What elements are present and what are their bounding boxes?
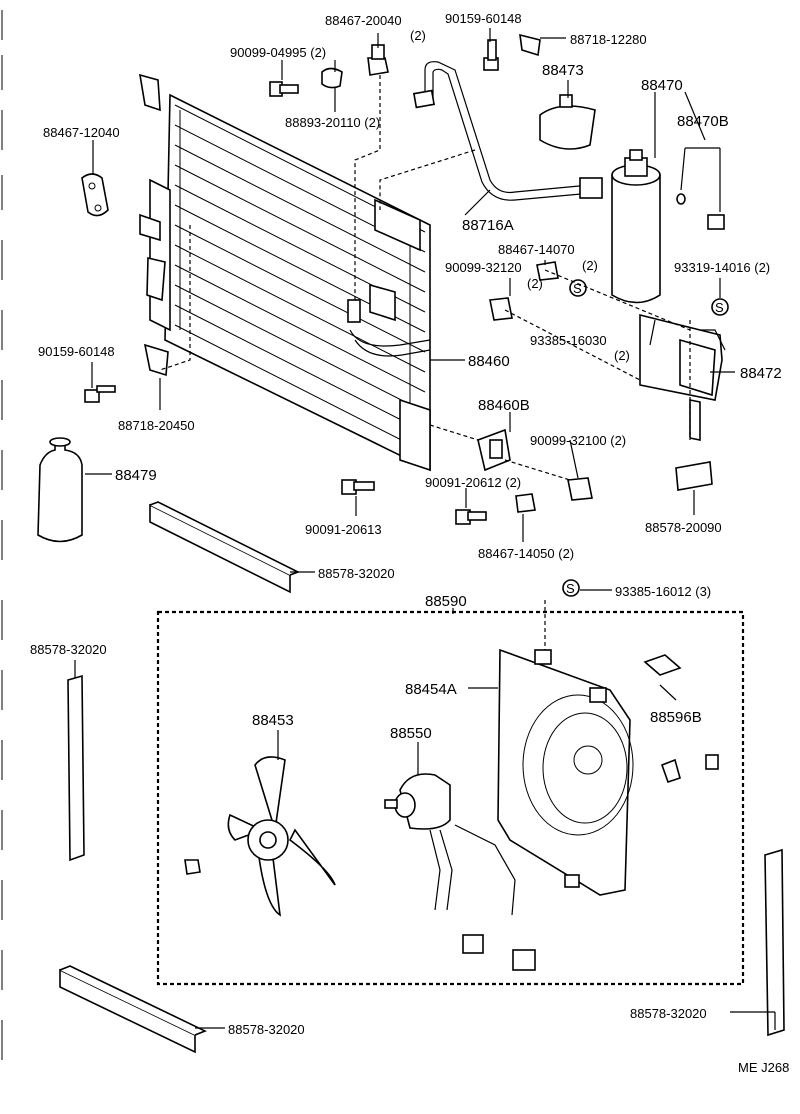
label-88470B: 88470B: [677, 113, 729, 130]
label-88467-20040: 88467-20040: [325, 13, 402, 28]
label-88453: 88453: [252, 712, 294, 729]
svg-text:S: S: [566, 581, 575, 596]
shroud-88454A: [497, 648, 634, 896]
dashed-connectors: [159, 75, 691, 650]
fan-nut: [184, 859, 201, 875]
receiver-88470: [611, 149, 661, 304]
label-88473: 88473: [542, 62, 584, 79]
label-88479: 88479: [115, 467, 157, 484]
label-88578-32020-c: 88578-32020: [630, 1006, 707, 1021]
label-93385-16012: 93385-16012 (3): [615, 584, 711, 599]
label-93319-14016: 93319-14016 (2): [674, 260, 770, 275]
condenser-88460: [139, 73, 431, 472]
small-parts: [81, 33, 725, 525]
label-88716A: 88716A: [462, 217, 514, 234]
label-88550: 88550: [390, 725, 432, 742]
label-88467-14050: 88467-14050 (2): [478, 546, 574, 561]
label-88467-14070: 88467-14070: [498, 242, 575, 257]
label-88578-32020-b: 88578-32020: [30, 642, 107, 657]
label-88467-14070-qty: (2): [582, 258, 598, 273]
fan-assembly-box: [156, 610, 745, 986]
label-88460B: 88460B: [478, 397, 530, 414]
label-90091-20613: 90091-20613: [305, 522, 382, 537]
svg-text:S: S: [573, 281, 582, 296]
label-88718-12280: 88718-12280: [570, 32, 647, 47]
leader-lines: [74, 28, 776, 1030]
part-labels: 88467-20040 (2) 90159-60148 88718-12280 …: [30, 11, 789, 1075]
label-88470: 88470: [641, 77, 683, 94]
label-88578-20090: 88578-20090: [645, 520, 722, 535]
label-88472: 88472: [740, 365, 782, 382]
shroud-clip: [660, 758, 681, 784]
label-88467-20040-qty: (2): [410, 28, 426, 43]
label-90099-32100: 90099-32100 (2): [530, 433, 626, 448]
motor-88550: [384, 773, 536, 971]
fan-88453: [227, 756, 336, 917]
s-markers: S S S: [562, 279, 729, 597]
label-88460: 88460: [468, 353, 510, 370]
label-88893-20110: 88893-20110 (2): [285, 115, 380, 130]
label-88454A: 88454A: [405, 681, 457, 698]
label-90091-20612: 90091-20612 (2): [425, 475, 521, 490]
oil-can-88479: [37, 437, 83, 543]
label-88718-20450: 88718-20450: [118, 418, 195, 433]
label-90099-32120-qty: (2): [527, 276, 543, 291]
label-90159-60148-left: 90159-60148: [38, 344, 115, 359]
label-93385-16030: 93385-16030: [530, 333, 607, 348]
label-93385-16030-qty: (2): [614, 348, 630, 363]
label-88578-32020-a: 88578-32020: [318, 566, 395, 581]
label-90159-60148-top: 90159-60148: [445, 11, 522, 26]
discharge-pipe-88716A: [412, 61, 603, 201]
svg-text:S: S: [715, 300, 724, 315]
shroud-bolt: [705, 754, 719, 770]
label-88590: 88590: [425, 593, 467, 610]
bracket-88472: [639, 313, 726, 441]
label-90099-04995: 90099-04995 (2): [230, 45, 326, 60]
diagram-code: ME J268: [738, 1060, 789, 1075]
label-88578-32020-d: 88578-32020: [228, 1022, 305, 1037]
label-88596B: 88596B: [650, 709, 702, 726]
label-88467-12040: 88467-12040: [43, 125, 120, 140]
seals: [59, 501, 785, 1054]
label-90099-32120: 90099-32120: [445, 260, 522, 275]
label-tag-88596B: [643, 654, 682, 676]
